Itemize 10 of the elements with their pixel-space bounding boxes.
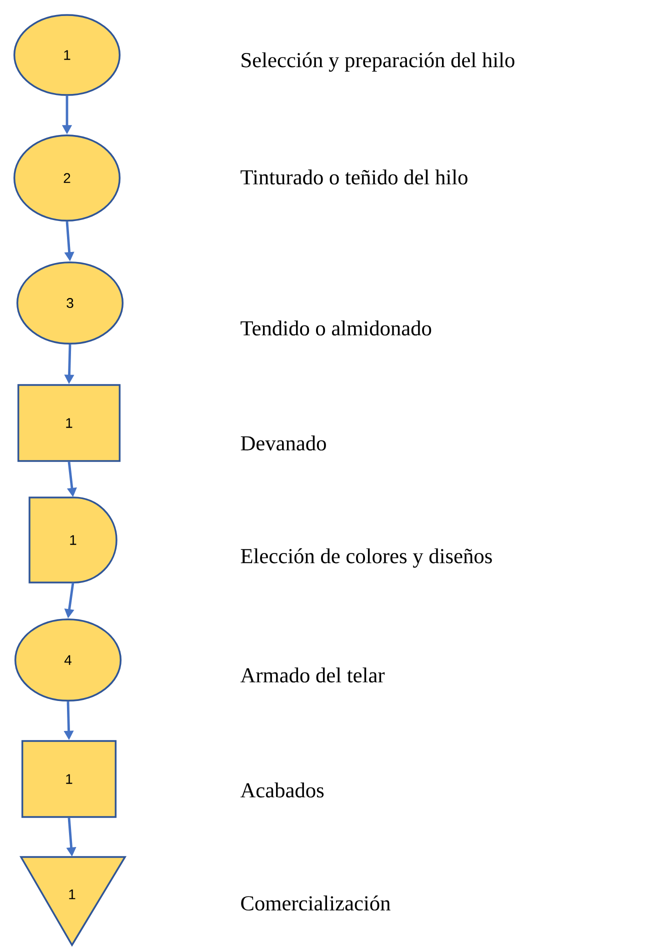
inspection-box: 1 (17, 384, 121, 462)
step-label: Tendido o almidonado (240, 320, 432, 336)
step-label: Comercialización (241, 896, 390, 911)
step-label: Armado del telar (240, 668, 385, 682)
step-label: Devanado (240, 436, 326, 450)
step-label: Elección de colores y diseños (240, 548, 492, 568)
step-label: Acabados (240, 782, 324, 798)
step-label: Tinturado o teñido del hilo (240, 170, 468, 185)
step-label: Selección y preparación del hilo (242, 52, 514, 72)
inspection-box: 1 (21, 740, 117, 818)
